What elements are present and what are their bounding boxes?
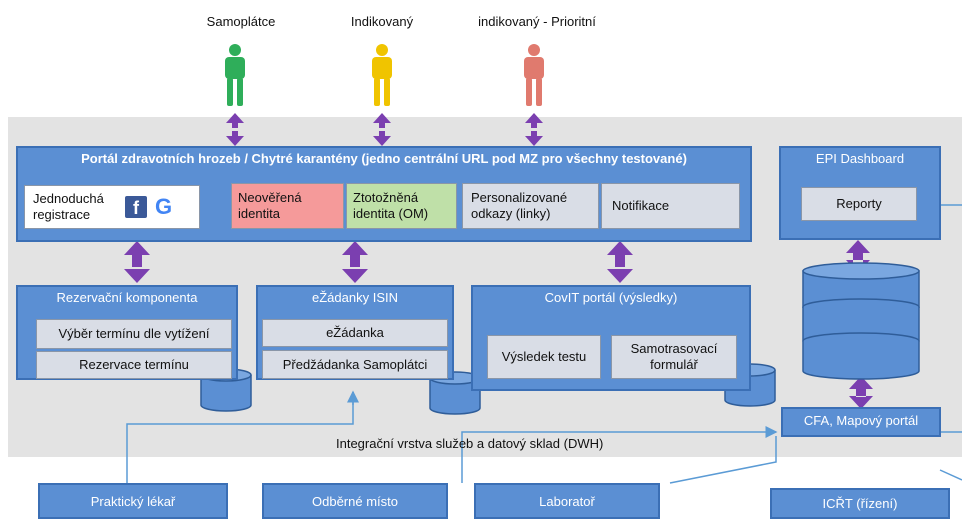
unverified-identity-box: Neověřená identita bbox=[231, 183, 344, 229]
dwh-label: Integrační vrstva služeb a datový sklad … bbox=[336, 436, 604, 451]
reservation-title: Rezervační komponenta bbox=[56, 290, 198, 305]
actor-label-samoplatce: Samoplátce bbox=[206, 14, 276, 29]
predzadanka-label: Předžádanka Samoplátci bbox=[282, 356, 428, 372]
select-term-label: Výběr termínu dle vytížení bbox=[58, 326, 210, 342]
person-icon-green bbox=[225, 44, 245, 106]
personalized-links-label: Personalizované odkazy (linky) bbox=[471, 190, 568, 221]
registration-label: Jednoduchá registrace bbox=[33, 191, 104, 222]
practical-doctor-label: Praktický lékař bbox=[90, 493, 176, 509]
component-arrows bbox=[124, 240, 873, 409]
select-term-box: Výběr termínu dle vytížení bbox=[36, 319, 232, 349]
personalized-links-box: Personalizované odkazy (linky) bbox=[462, 183, 599, 229]
database-icon-large bbox=[802, 262, 920, 380]
facebook-icon: f bbox=[125, 196, 147, 218]
person-icon-yellow bbox=[372, 44, 392, 106]
test-result-box: Výsledek testu bbox=[487, 335, 601, 379]
laboratory-box: Laboratoř bbox=[474, 483, 660, 519]
actor-arrows bbox=[226, 113, 543, 146]
epi-dashboard-title: EPI Dashboard bbox=[815, 151, 905, 166]
actor-label-prioritni: indikovaný - Prioritní bbox=[478, 14, 596, 29]
collection-site-box: Odběrné místo bbox=[262, 483, 448, 519]
predzadanka-box: Předžádanka Samoplátci bbox=[262, 350, 448, 379]
ezadanky-title: eŽádanky ISIN bbox=[312, 290, 398, 305]
google-icon: G bbox=[155, 193, 173, 219]
notifications-box: Notifikace bbox=[601, 183, 740, 229]
practical-doctor-box: Praktický lékař bbox=[38, 483, 228, 519]
reports-label: Reporty bbox=[836, 196, 882, 212]
icrt-box: ICŘT (řízení) bbox=[770, 488, 950, 519]
covit-title: CovIT portál (výsledky) bbox=[544, 290, 678, 305]
verified-identity-label: Ztotožněná identita (OM) bbox=[353, 190, 429, 221]
collection-site-label: Odběrné místo bbox=[312, 493, 398, 509]
reserve-term-label: Rezervace termínu bbox=[79, 357, 189, 373]
unverified-identity-label: Neověřená identita bbox=[238, 190, 302, 221]
self-tracing-form-label: Samotrasovací formulář bbox=[630, 341, 718, 372]
self-tracing-form-box: Samotrasovací formulář bbox=[611, 335, 737, 379]
test-result-label: Výsledek testu bbox=[501, 349, 587, 365]
cfa-map-portal-title: CFA, Mapový portál bbox=[803, 413, 919, 428]
verified-identity-box: Ztotožněná identita (OM) bbox=[346, 183, 457, 229]
actor-label-indikovany: Indikovaný bbox=[350, 14, 414, 29]
ezadanka-box: eŽádanka bbox=[262, 319, 448, 347]
icrt-label: ICŘT (řízení) bbox=[822, 496, 898, 511]
person-icon-red bbox=[524, 44, 544, 106]
ezadanka-label: eŽádanka bbox=[326, 325, 384, 341]
notifications-label: Notifikace bbox=[612, 198, 670, 214]
reports-box: Reporty bbox=[801, 187, 917, 221]
portal-title: Portál zdravotních hrozeb / Chytré karan… bbox=[81, 151, 687, 166]
cfa-map-portal-box bbox=[781, 407, 941, 437]
connector-lines bbox=[126, 204, 962, 484]
registration-box: Jednoduchá registrace f G bbox=[24, 185, 200, 229]
reserve-term-box: Rezervace termínu bbox=[36, 351, 232, 379]
laboratory-label: Laboratoř bbox=[539, 493, 595, 509]
